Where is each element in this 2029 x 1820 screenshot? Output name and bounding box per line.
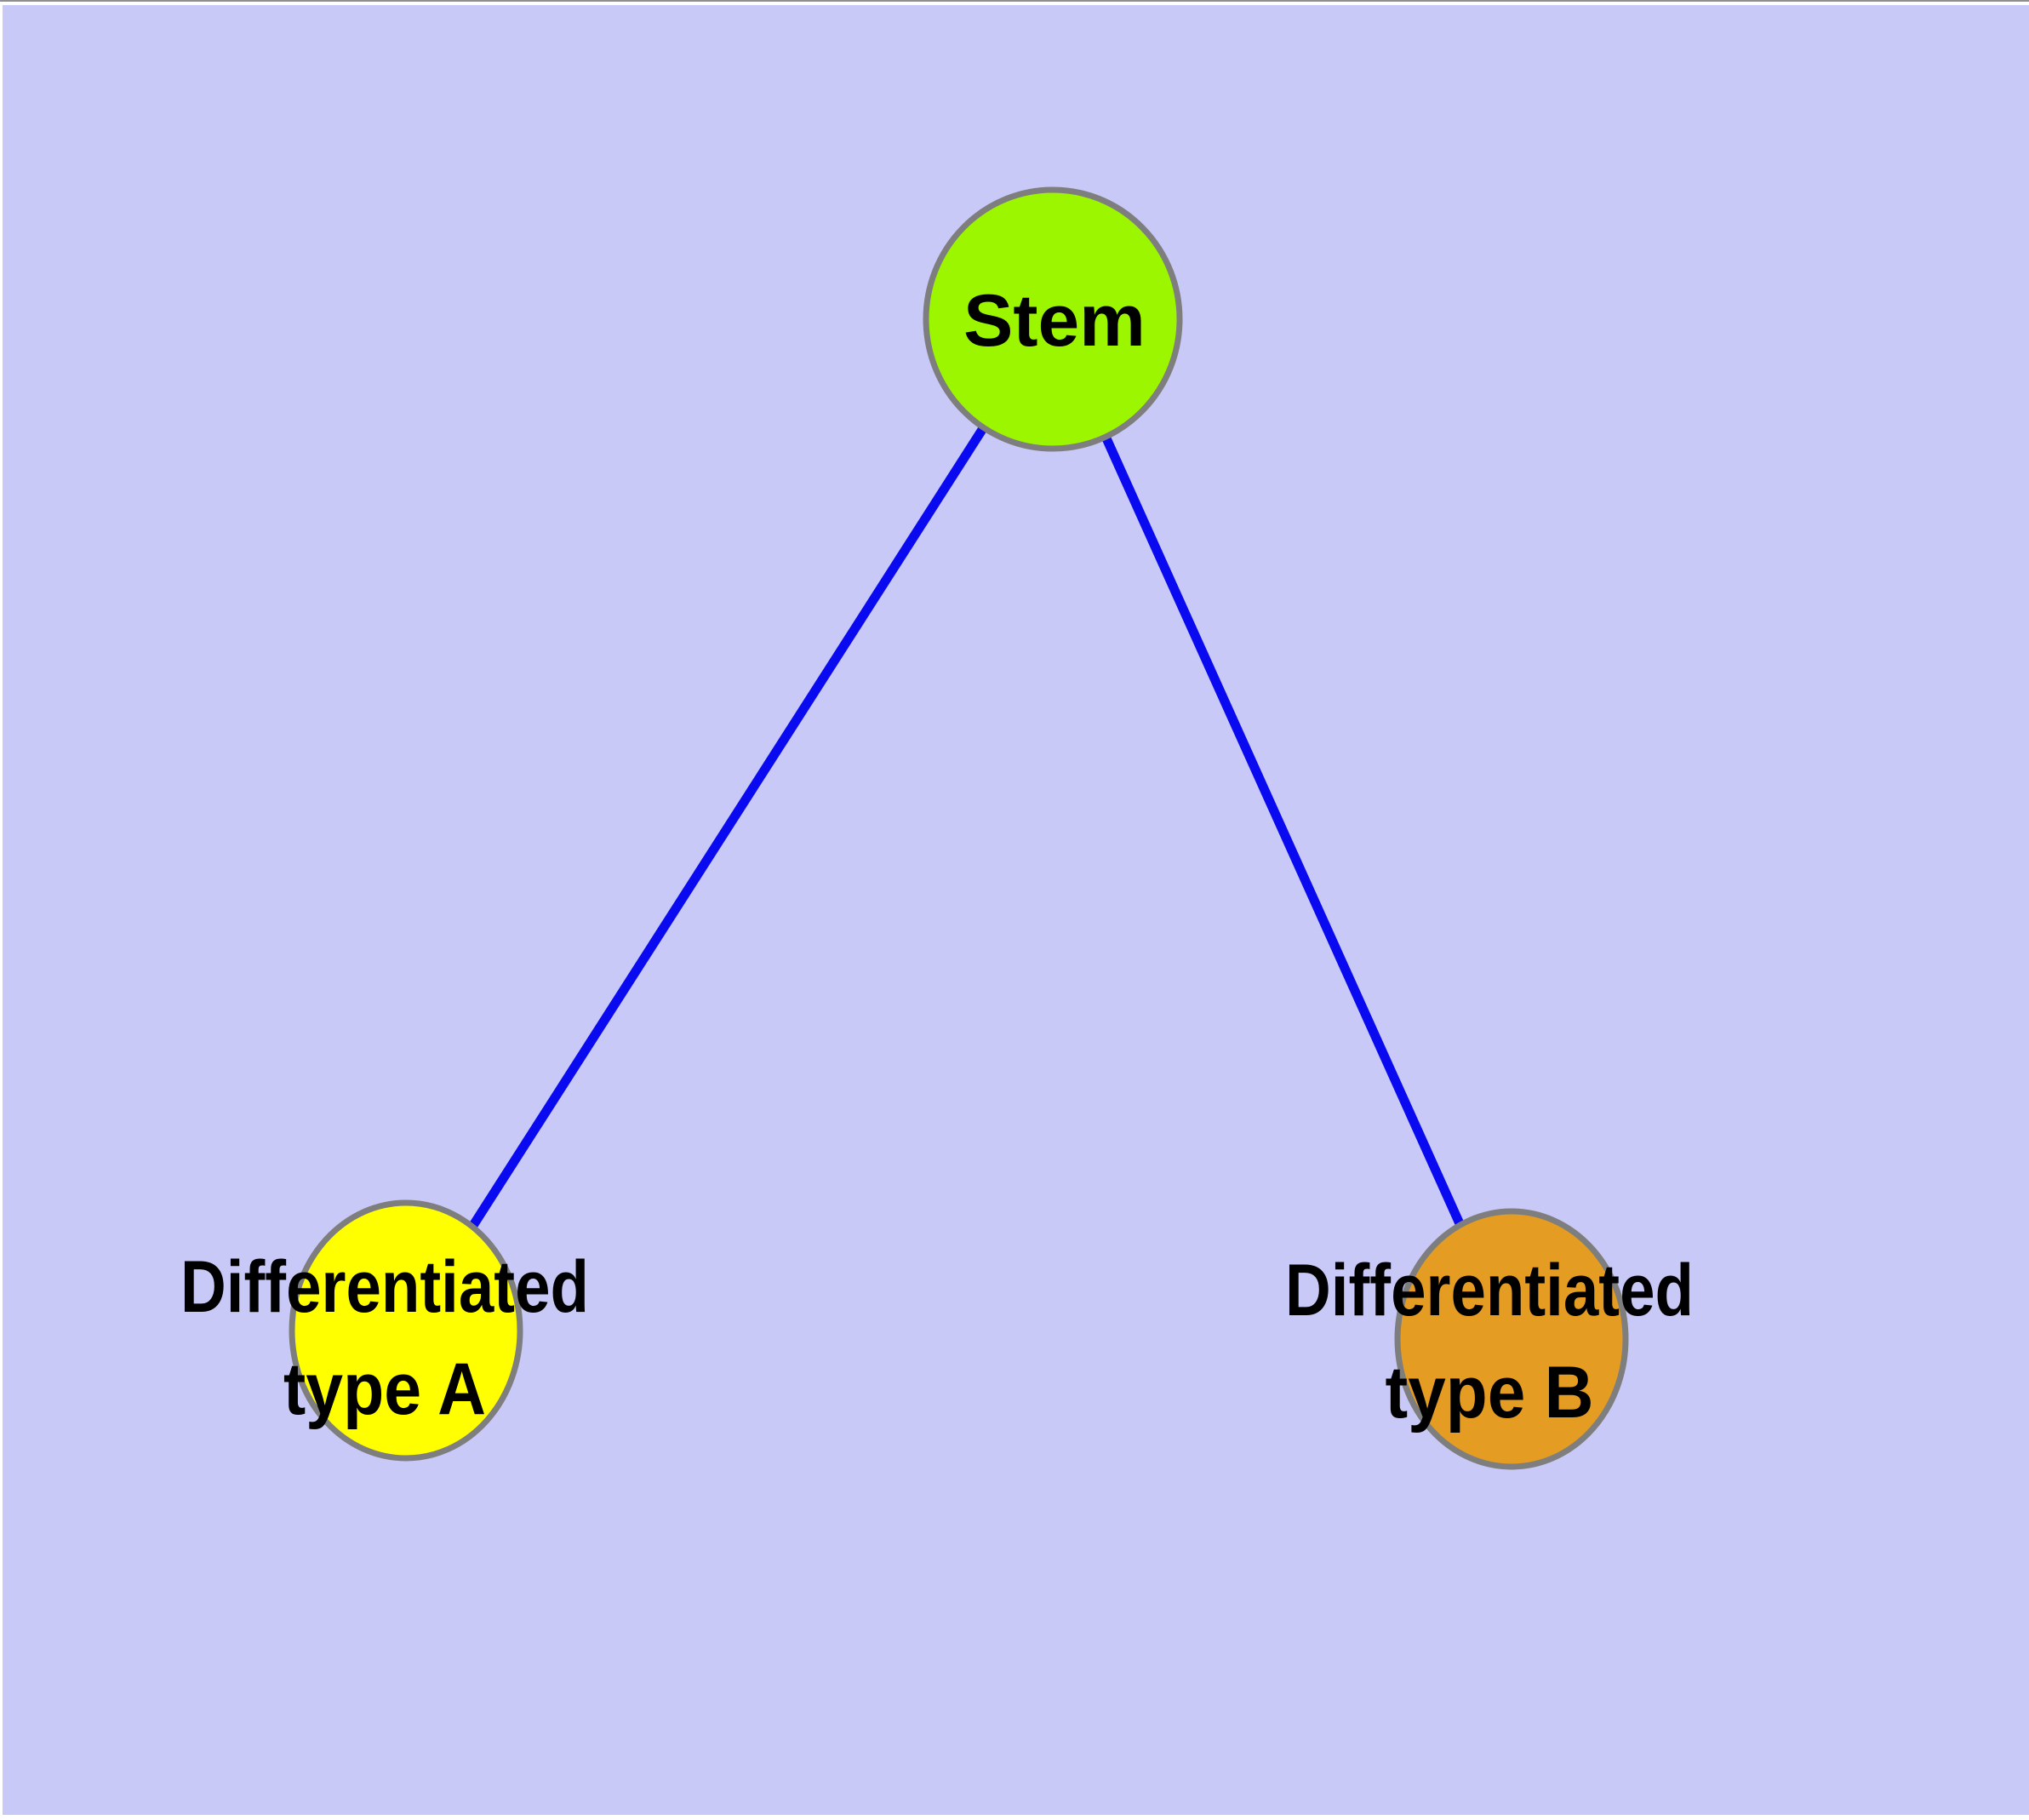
node-type-a-label-line1: Differentiated [180,1246,589,1328]
node-type-b-label-line1: Differentiated [1285,1250,1694,1331]
node-type-a-label-line2: type A [283,1348,486,1430]
edge-stem-to-type-b [1048,317,1517,1342]
edge-stem-to-type-a [402,317,1057,1333]
node-type-b-circle [1394,1208,1629,1470]
node-type-a-circle [289,1199,523,1462]
node-stem-label: Stem [963,280,1146,362]
node-stem-circle [923,186,1183,452]
node-type-b-label-line2: type B [1386,1352,1594,1434]
